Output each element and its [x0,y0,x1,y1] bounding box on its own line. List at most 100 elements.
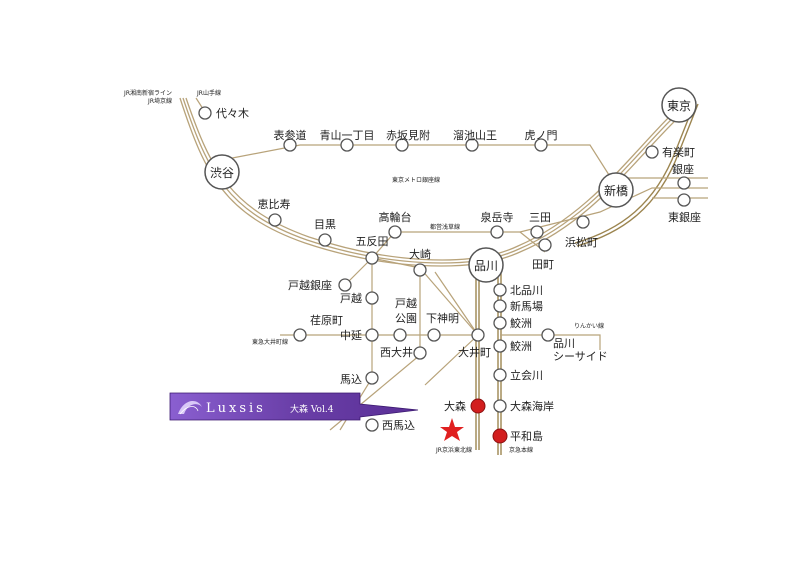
label-ebaramachi: 荏原町 [310,314,343,327]
label-rinkai: りんかい線 [574,322,604,330]
station-hamamatsucho-node[interactable] [576,215,590,229]
station-samezu2[interactable] [493,339,507,353]
station-togoshiginza[interactable] [338,278,352,292]
label-keikyu: 京急本線 [509,446,533,454]
station-magome[interactable] [365,371,379,385]
station-shinbashi[interactable]: 新橋 [598,172,634,208]
label-mita: 三田 [529,211,551,224]
station-shinbamba[interactable] [493,299,507,313]
svg-text:新橋: 新橋 [604,183,628,198]
label-shonan-2: JR埼京線 [147,97,172,105]
station-tokyo[interactable]: 東京 [661,87,697,123]
label-higashiginza: 東銀座 [668,210,701,224]
label-osaki: 大崎 [409,247,431,261]
label-oimachi: 大井町 [458,345,491,359]
station-meguro[interactable] [318,233,332,247]
label-omotesando: 表参道 [274,128,307,142]
station-ginza[interactable] [677,176,691,190]
label-yamanote-top: JR山手線 [196,89,221,97]
label-seaside-1: 品川 [553,337,575,350]
label-togoshiginza: 戸越銀座 [288,278,332,292]
banner-brand: Luxsis [206,401,266,416]
line-labels: JR湘南新宿ライン JR埼京線 JR山手線 東京メトロ銀座線 都営浅草線 東急大… [123,89,604,454]
station-ebisu[interactable] [268,213,282,227]
label-togoshikoen-2: 公園 [395,312,417,325]
station-togoshikoen[interactable] [393,328,407,342]
property-star-icon [440,418,464,441]
station-shinagawa[interactable]: 品川 [468,247,504,283]
small-stations [198,106,691,432]
label-seaside-2: シーサイド [553,350,608,363]
label-togoshikoen-1: 戸越 [395,296,417,310]
keikyu-line [497,268,502,455]
label-aoyama: 青山一丁目 [320,129,375,142]
label-heiwajima: 平和島 [510,429,543,443]
station-nishioi[interactable] [413,346,427,360]
station-yoyogi[interactable] [198,106,212,120]
station-omotesando[interactable] [283,138,297,152]
station-omorikaigan[interactable] [493,399,507,413]
label-omori: 大森 [444,399,466,413]
label-nishimagome: 西馬込 [382,419,415,432]
station-nakanobu[interactable] [365,328,379,342]
label-akasaka: 赤坂見附 [386,128,430,142]
label-ebisu: 恵比寿 [258,197,291,211]
station-heiwajima[interactable] [492,428,508,444]
station-mita[interactable] [530,225,544,239]
highlight-stations [470,398,508,444]
station-shinagawa-seaside[interactable] [541,328,555,342]
label-tokyu-oimachi: 東急大井町線 [252,338,288,346]
label-gotanda: 五反田 [356,235,389,248]
station-toranomon[interactable] [534,138,548,152]
property-banner: Luxsis 大森 Vol.4 [169,392,419,421]
asakusa-line [395,187,708,233]
station-omori[interactable] [470,398,486,414]
label-samezu1: 鮫洲 [510,316,532,330]
label-sengakuji: 泉岳寺 [481,210,514,224]
label-keihin-tohoku: JR京浜東北線 [435,446,472,454]
ginza-line [221,144,617,187]
label-shinbamba: 新馬場 [510,299,543,313]
station-gotanda[interactable] [365,251,379,265]
tokaido-line [475,101,699,450]
station-oimachi[interactable] [471,328,485,342]
brand-logo-icon [178,400,202,415]
station-higashiginza[interactable] [677,193,691,207]
label-kitashinagawa: 北品川 [510,284,543,297]
station-labels: 代々木 表参道 青山一丁目 赤坂見附 溜池山王 虎ノ門 有楽町 銀座 東銀座 恵… [216,107,701,443]
station-tameike[interactable] [465,138,479,152]
station-togoshi[interactable] [365,291,379,305]
station-akasaka[interactable] [395,138,409,152]
station-shimoshinmei[interactable] [427,328,441,342]
station-sengakuji[interactable] [490,225,504,239]
rinkai-line [500,334,601,350]
label-meguro: 目黒 [314,218,336,231]
station-kitashinagawa[interactable] [493,283,507,297]
station-tachiaigawa[interactable] [493,368,507,382]
station-yurakucho[interactable] [645,145,659,159]
label-hamamatsucho: 浜松町 [565,235,598,249]
banner-sub: 大森 Vol.4 [290,403,334,415]
label-tachiaigawa: 立会川 [510,368,543,382]
major-stations: 東京 渋谷 新橋 品川 [204,87,697,283]
label-tamachi: 田町 [532,258,554,271]
label-togoshi: 戸越 [340,291,362,305]
label-nakanobu: 中延 [340,329,362,342]
svg-text:東京: 東京 [667,99,691,113]
label-yurakucho: 有楽町 [662,145,695,159]
label-takanawadai: 高輪台 [379,210,412,224]
station-shibuya[interactable]: 渋谷 [204,154,240,190]
station-nishimagome[interactable] [365,418,379,432]
station-aoyama[interactable] [340,138,354,152]
label-magome: 馬込 [340,373,362,386]
station-takanawadai[interactable] [388,225,402,239]
svg-text:品川: 品川 [474,259,498,273]
station-osaki[interactable] [413,263,427,277]
label-ginza-line: 東京メトロ銀座線 [392,176,440,184]
label-omorikaigan: 大森海岸 [510,399,554,413]
station-ebaramachi[interactable] [293,328,307,342]
station-samezu1[interactable] [493,316,507,330]
station-tamachi[interactable] [538,238,552,252]
label-shimoshinmei: 下神明 [426,311,459,325]
